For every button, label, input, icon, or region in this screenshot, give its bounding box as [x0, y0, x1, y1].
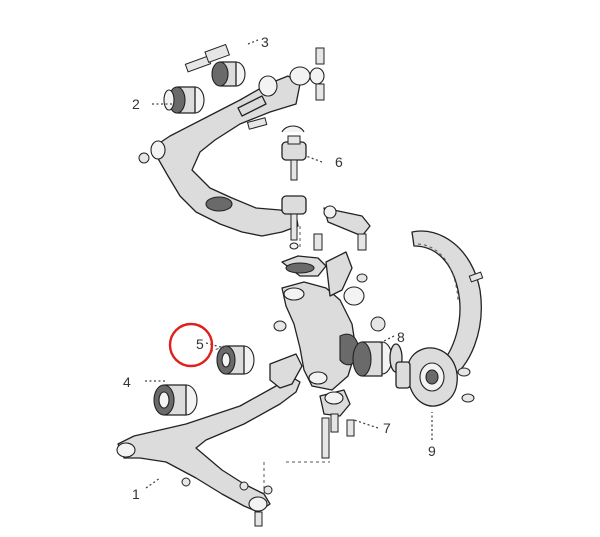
callout-4: 4	[123, 374, 131, 390]
callout-9: 9	[428, 443, 436, 459]
callout-6: 6	[335, 154, 343, 170]
lower-ball-joint	[319, 389, 355, 459]
upper-control-arm	[150, 66, 325, 237]
wheel-hub	[395, 347, 475, 407]
callout-2: 2	[132, 96, 140, 112]
steering-knuckle	[281, 251, 365, 391]
callout-7: 7	[383, 420, 391, 436]
lower-arm-small-parts	[181, 477, 273, 495]
callout-5: 5	[196, 336, 204, 352]
callout-1: 1	[132, 486, 140, 502]
wheel-bearing	[352, 341, 403, 377]
upper-ball-joint	[281, 125, 307, 250]
upper-bushing-3	[211, 61, 246, 87]
upper-bushing-2	[163, 86, 205, 114]
lower-bushing-5	[216, 345, 255, 375]
leader-lines	[145, 39, 433, 489]
lower-control-arm	[116, 353, 303, 527]
lower-bushing-4	[153, 384, 198, 416]
upper-arm-small-bolts	[138, 47, 325, 164]
highlight-circle	[168, 322, 214, 368]
upper-arm-bolt-long	[184, 43, 231, 73]
knuckle-small-parts	[273, 233, 386, 332]
tie-rod-end	[323, 205, 371, 251]
callout-3: 3	[261, 34, 269, 50]
callout-8: 8	[397, 329, 405, 345]
